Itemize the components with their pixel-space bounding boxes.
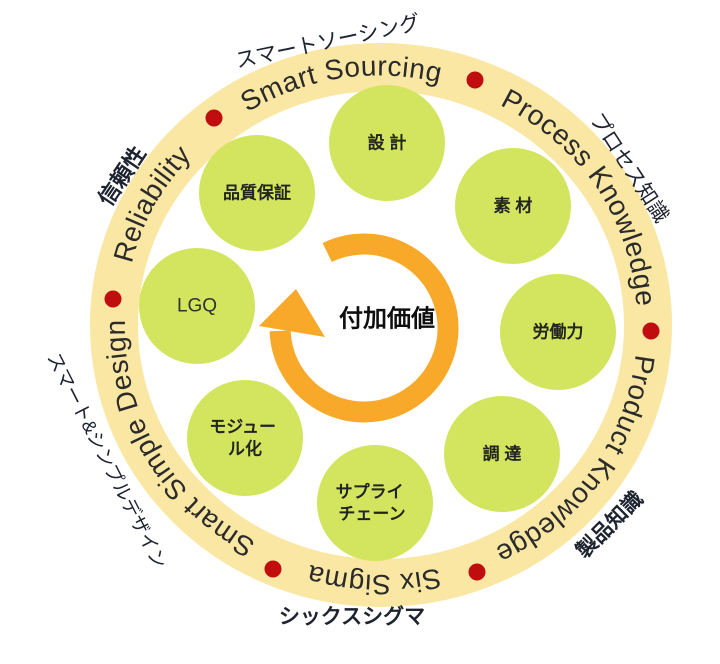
circle-label-procurement: 調 達: [483, 444, 522, 464]
cycle-arrow: [259, 233, 459, 423]
circle-lgq: [139, 248, 255, 364]
divider-dot: [264, 560, 282, 578]
divider-dot: [642, 322, 660, 340]
circle-label-modularization-line1: モジュー: [209, 418, 276, 437]
circle-label-supply-chain-line2: チェーン: [338, 505, 405, 524]
circle-procurement: [444, 396, 560, 512]
circle-design: [329, 85, 445, 201]
circle-label-supply-chain-line1: サプライ: [336, 482, 404, 502]
circle-label-labor: 労働力: [533, 322, 584, 342]
circle-label-quality-assurance: 品質保証: [223, 183, 291, 203]
cycle-arrow-arc: [269, 233, 459, 423]
circle-label-modularization: モジュー ル化: [209, 412, 281, 459]
segment-divider-dots: [104, 71, 660, 581]
circle-label-design: 設 計: [368, 133, 407, 153]
circle-modularization: [187, 380, 303, 496]
center-value-label: 付加価値: [339, 306, 435, 333]
circle-materials: [455, 148, 571, 264]
factor-circle-labels: 品質保証 設 計 素 材 労働力 調 達 サプライ チェーン モジュー ル化 L…: [177, 133, 584, 524]
outer-label-six-sigma-jp: シックスシグマ: [279, 605, 425, 629]
circle-supply-chain: [317, 445, 433, 561]
circle-label-lgq: LGQ: [177, 296, 217, 317]
cycle-arrow-head: [259, 289, 325, 337]
divider-dot: [205, 109, 223, 127]
circle-label-modularization-line2: ル化: [228, 439, 262, 459]
divider-dot: [466, 71, 484, 89]
circle-labor: [500, 274, 616, 390]
circle-label-materials: 素 材: [494, 196, 533, 216]
divider-dot: [104, 290, 122, 308]
factor-circles: [139, 85, 616, 561]
circle-quality-assurance: [199, 135, 315, 251]
circle-label-supply-chain: サプライ チェーン: [336, 477, 409, 524]
divider-dot: [468, 563, 486, 581]
